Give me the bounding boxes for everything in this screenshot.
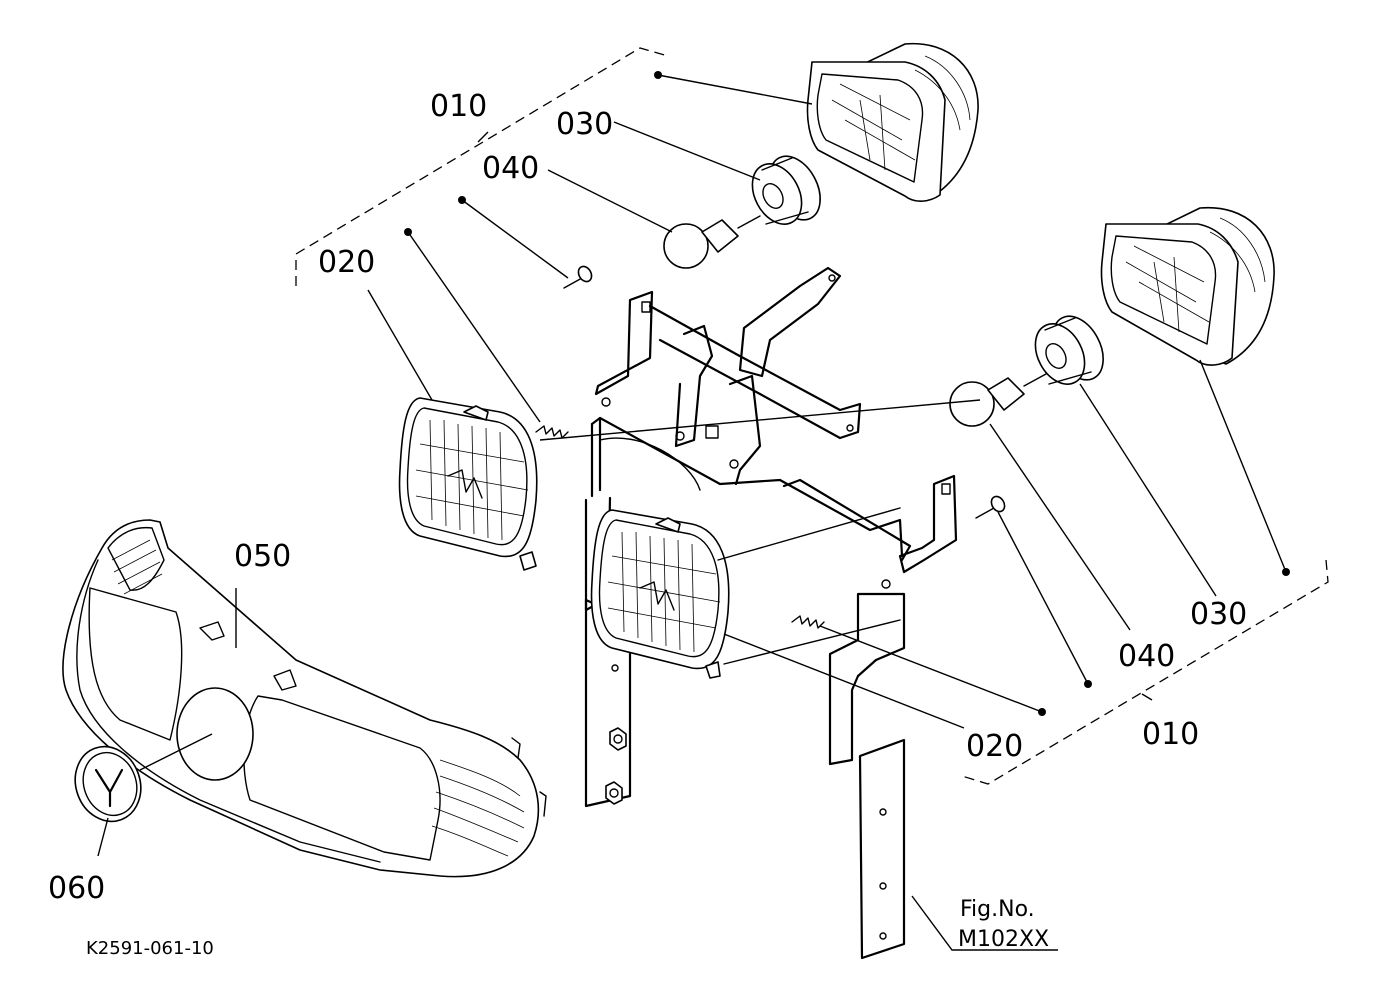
label-060: 060	[48, 871, 105, 906]
screw-upper	[563, 265, 593, 289]
mounting-bracket	[584, 266, 958, 612]
label-010-top: 010	[430, 89, 487, 124]
assembly-bracket-top	[295, 47, 669, 286]
leader-lines	[97, 74, 1287, 951]
label-020-left: 020	[318, 245, 375, 280]
label-020-right: 020	[966, 729, 1023, 764]
leader-dots	[404, 71, 1290, 716]
bulb-socket-lower	[1034, 315, 1104, 385]
screw-lower	[975, 495, 1006, 519]
label-030-top: 030	[556, 107, 613, 142]
label-010-bottom: 010	[1142, 717, 1199, 752]
bracket-leg-right	[828, 592, 906, 960]
reflector-housing-upper	[806, 42, 979, 202]
spring-upper	[535, 425, 569, 439]
spring-lower	[791, 615, 825, 629]
bulb-upper	[663, 215, 761, 269]
label-040-top: 040	[482, 151, 539, 186]
label-050: 050	[234, 539, 291, 574]
headlight-lens-lower	[590, 507, 901, 679]
bulb-lower	[949, 373, 1047, 427]
headlight-lens-upper	[398, 397, 538, 571]
bulb-socket-upper	[751, 155, 821, 225]
label-040-bottom: 040	[1118, 639, 1175, 674]
reflector-housing-lower	[1100, 206, 1275, 366]
front-emblem	[74, 745, 142, 823]
fig-no-value: M102XX	[958, 927, 1049, 952]
front-grille	[62, 519, 547, 878]
drawing-code: K2591-061-10	[86, 938, 214, 959]
label-030-bottom: 030	[1190, 597, 1247, 632]
fig-no-label: Fig.No.	[960, 897, 1035, 922]
